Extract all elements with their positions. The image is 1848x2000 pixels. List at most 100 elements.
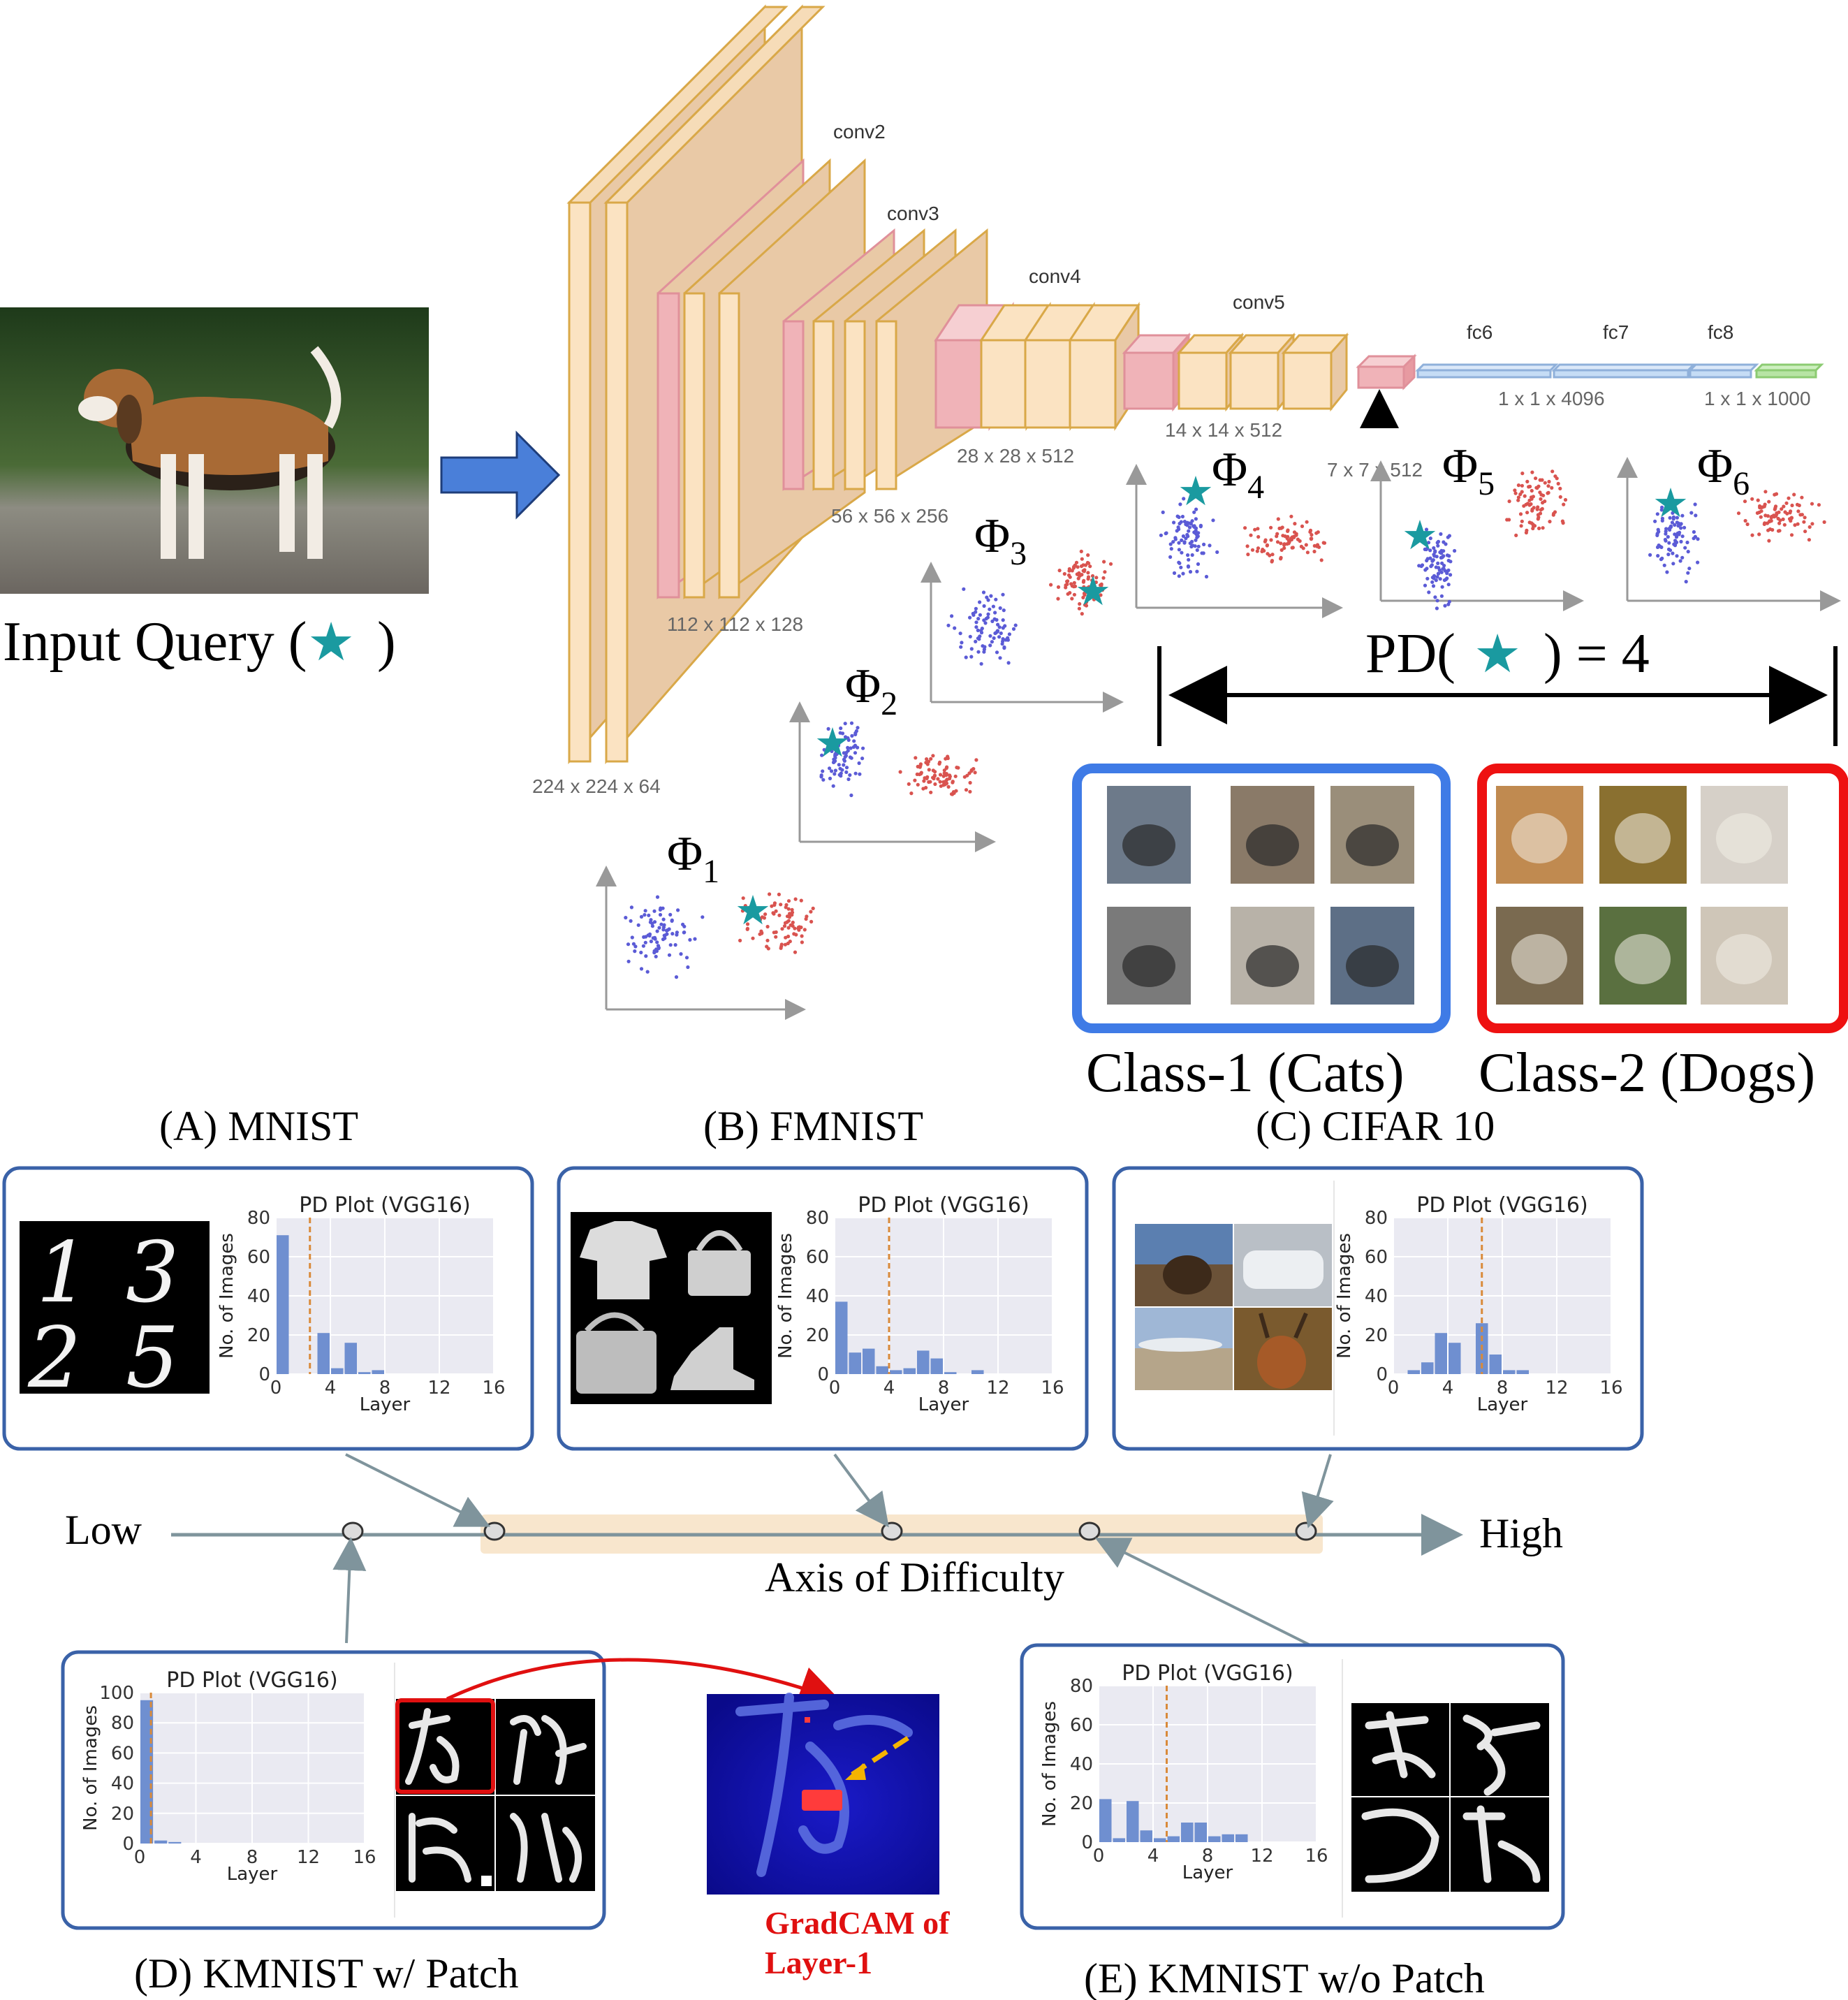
scatter-point — [1006, 636, 1010, 640]
scatter-point — [1071, 585, 1076, 589]
scatter-point — [1534, 476, 1538, 481]
input-caption-close: ) — [377, 611, 396, 673]
scatter-point — [977, 637, 981, 641]
scatter-point — [789, 923, 793, 927]
scatter-point — [745, 922, 750, 926]
pd-label-left: PD( — [1365, 623, 1455, 685]
scatter-point — [849, 721, 854, 725]
pd-bar — [358, 1372, 371, 1374]
scatter-point — [916, 782, 920, 787]
y-tick-label: 0 — [258, 1364, 270, 1385]
scatter-point — [639, 914, 644, 919]
y-axis-label: No. of Images — [1039, 1701, 1060, 1827]
pd-bar — [277, 1235, 289, 1374]
dataset-title: (A) MNIST — [159, 1103, 358, 1149]
scatter-point — [1188, 541, 1192, 546]
scatter-point — [1520, 519, 1524, 523]
scatter-point — [1803, 516, 1807, 520]
kmnist-patch-image-grid — [395, 1698, 595, 1891]
scatter-point — [852, 739, 856, 743]
scatter-point — [1439, 551, 1444, 555]
scatter-point — [1088, 564, 1092, 569]
query-star-icon: ★ — [1402, 513, 1438, 558]
scatter-point — [953, 626, 957, 630]
query-star-icon: ★ — [1075, 569, 1111, 614]
scatter-point — [740, 909, 745, 913]
scatter-point — [849, 746, 853, 750]
y-tick-label: 0 — [817, 1364, 829, 1385]
dataset-title: (C) CIFAR 10 — [1256, 1103, 1495, 1149]
e-caption: (E) KMNIST w/o Patch — [1084, 1955, 1485, 2000]
scatter-point — [854, 729, 858, 733]
scatter-point — [1100, 588, 1105, 592]
scatter-point — [1531, 495, 1535, 499]
scatter-point — [1675, 516, 1679, 520]
scatter-point — [786, 926, 791, 930]
scatter-point — [1807, 525, 1812, 530]
scatter-point — [1168, 542, 1173, 546]
scatter-point — [647, 913, 651, 917]
scatter-point — [658, 912, 663, 917]
scatter-point — [1778, 518, 1782, 523]
axis-marker-cifar — [1295, 1521, 1317, 1541]
pd-bar — [1127, 1801, 1139, 1842]
scatter-point — [927, 768, 931, 772]
scatter-point — [898, 770, 902, 774]
scatter-point — [1316, 530, 1320, 534]
scatter-point — [1270, 560, 1274, 564]
scatter-point — [1537, 526, 1541, 531]
scatter-point — [833, 772, 837, 776]
scatter-point — [1425, 576, 1430, 581]
stage-label: fc6 — [1467, 321, 1493, 343]
scatter-point — [1279, 541, 1283, 546]
dim-label: 224 x 224 x 64 — [532, 775, 661, 797]
scatter-point — [1049, 583, 1053, 587]
scatter-point — [1177, 574, 1181, 578]
scatter-point — [1428, 537, 1432, 541]
scatter-point — [1204, 574, 1209, 579]
y-axis-label: No. of Images — [80, 1705, 101, 1831]
scatter-point — [1668, 548, 1673, 553]
scatter-point — [1315, 544, 1319, 548]
scatter-point — [1082, 591, 1087, 596]
scatter-point — [1743, 499, 1747, 504]
pd-bar — [917, 1350, 930, 1374]
scatter-point — [1002, 646, 1006, 650]
scatter-point — [661, 928, 666, 932]
scatter-point — [1541, 526, 1545, 530]
scatter-point — [1065, 582, 1069, 586]
scatter-point — [971, 611, 975, 616]
scatter-point — [1782, 523, 1787, 527]
scatter-point — [1186, 534, 1190, 539]
scatter-point — [1195, 569, 1199, 574]
scatter-point — [1172, 571, 1177, 576]
scatter-point — [830, 737, 835, 741]
scatter-point — [1185, 523, 1189, 527]
scatter-plot-phi: ★ — [789, 701, 996, 852]
scatter-point — [1250, 548, 1255, 552]
scatter-point — [995, 650, 999, 655]
scatter-point — [809, 910, 813, 914]
y-tick-label: 20 — [806, 1325, 829, 1346]
panel-connectors — [332, 1453, 1334, 1648]
scatter-point — [747, 905, 751, 910]
x-tick-label: 4 — [1147, 1846, 1159, 1867]
scatter-point — [1253, 527, 1257, 532]
scatter-point — [999, 631, 1003, 636]
scatter-point — [1425, 546, 1429, 550]
scatter-point — [1516, 483, 1520, 488]
dim-label: 112 x 112 x 128 — [667, 613, 803, 635]
scatter-point — [1540, 506, 1544, 511]
scatter-point — [1442, 564, 1446, 568]
scatter-point — [802, 928, 807, 932]
scatter-point — [1689, 511, 1694, 515]
scatter-point — [946, 623, 951, 627]
scatter-point — [838, 731, 842, 735]
scatter-point — [1530, 509, 1534, 513]
scatter-point — [1665, 570, 1669, 574]
scatter-point — [1079, 564, 1084, 569]
